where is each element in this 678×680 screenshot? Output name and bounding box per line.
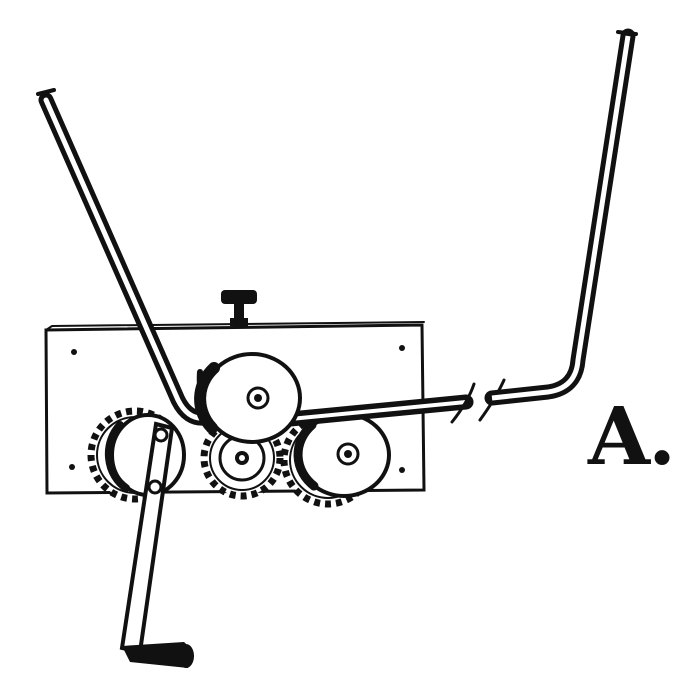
plate-bolt-hole — [399, 467, 405, 473]
adjusting-screw-knob — [221, 290, 257, 326]
right-roller — [293, 412, 391, 498]
plate-bolt-hole — [71, 349, 77, 355]
bent-pipe-right-section — [484, 28, 638, 406]
top-bending-roller — [194, 352, 302, 444]
pipe-middle-section — [272, 394, 474, 428]
crank-handle-grip — [122, 642, 194, 668]
plate-bolt-hole — [69, 464, 75, 470]
plate-bolt-hole — [399, 345, 405, 351]
figure-label: A. — [588, 389, 676, 483]
